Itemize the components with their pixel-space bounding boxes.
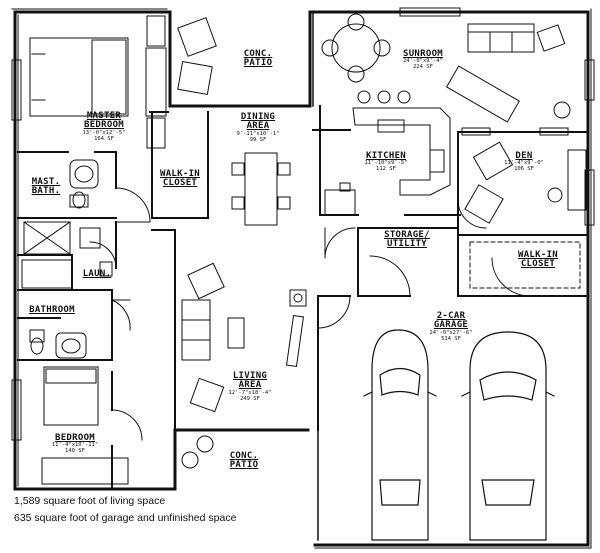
room-area: 112 SF [376, 166, 396, 173]
room-garage: 2-CAR GARAGE 24'-0"x27'-6" 514 SF [426, 311, 476, 342]
room-name: BEDROOM [54, 433, 96, 443]
room-storage-utility: STORAGE/ UTILITY [375, 230, 439, 250]
room-conc-patio-bottom: CONC. PATIO [219, 451, 269, 471]
room-name: CONC. PATIO [243, 49, 273, 69]
room-name: WALK-IN CLOSET [159, 169, 201, 189]
room-name: WALK-IN CLOSET [517, 250, 559, 270]
room-dims: 24'-0"x27'-6" [429, 329, 473, 336]
room-kitchen: KITCHEN 11'-10"x9'-5" 112 SF [364, 151, 408, 173]
garage-space-note: 635 square foot of garage and unfinished… [14, 512, 237, 524]
door-swings [89, 187, 531, 441]
room-name: STORAGE/ UTILITY [384, 230, 430, 250]
room-mast-bath: MAST. BATH. [26, 177, 66, 197]
room-area: 514 SF [441, 335, 461, 342]
room-bathroom: BATHROOM [29, 305, 75, 315]
room-dims: 13'-0"x12'-5" [82, 129, 126, 136]
car-left [363, 329, 437, 541]
fixtures [21, 13, 587, 485]
room-dims: 12'-7"x18'-4" [228, 389, 272, 396]
room-den: DEN 11'-4"x9'-0" 106 SF [504, 151, 544, 173]
room-area: 249 SF [240, 395, 260, 402]
room-area: 106 SF [514, 166, 534, 173]
room-name: DINING AREA [240, 112, 276, 132]
interior-walls [17, 105, 589, 490]
room-name: CONC. PATIO [229, 451, 259, 471]
room-dims: 11'-4"x10'-11" [51, 442, 99, 449]
room-name: DEN [515, 151, 533, 161]
room-sunroom: SUNROOM 24'-0"x9'-4" 224 SF [402, 49, 444, 71]
room-bedroom: BEDROOM 11'-4"x10'-11" 140 SF [51, 433, 99, 455]
room-dims: 24'-0"x9'-4" [403, 58, 443, 65]
room-conc-patio-top: CONC. PATIO [233, 49, 283, 69]
room-area: 140 SF [65, 448, 85, 455]
room-name: 2-CAR GARAGE [433, 311, 469, 331]
room-living-area: LIVING AREA 12'-7"x18'-4" 249 SF [225, 371, 275, 402]
exterior-walls [11, 8, 592, 549]
room-dims: 11'-4"x9'-0" [504, 160, 544, 167]
room-area: 224 SF [413, 64, 433, 71]
room-dims: 9'-11"x10'-1" [236, 130, 280, 137]
room-name: LAUN. [82, 269, 112, 279]
room-name: MAST. BATH. [31, 177, 61, 197]
room-master-bedroom: MASTER BEDROOM 13'-0"x12'-5" 164 SF [69, 111, 139, 142]
room-name: LIVING AREA [232, 371, 268, 391]
living-space-note: 1,589 square foot of living space [14, 495, 166, 507]
windows [11, 7, 595, 441]
room-name: BATHROOM [29, 305, 75, 315]
room-dining-area: DINING AREA 9'-11"x10'-1" 99 SF [233, 112, 283, 143]
room-area: 164 SF [94, 135, 114, 142]
car-right [461, 331, 555, 541]
room-name: KITCHEN [365, 151, 407, 161]
room-laun: LAUN. [82, 269, 112, 279]
room-walk-in-closet-left: WALK-IN CLOSET [154, 169, 206, 189]
room-name: SUNROOM [402, 49, 444, 59]
room-area: 99 SF [249, 136, 267, 143]
room-dims: 11'-10"x9'-5" [364, 160, 408, 167]
room-name: MASTER BEDROOM [83, 111, 125, 131]
room-walk-in-closet-right: WALK-IN CLOSET [512, 250, 564, 270]
